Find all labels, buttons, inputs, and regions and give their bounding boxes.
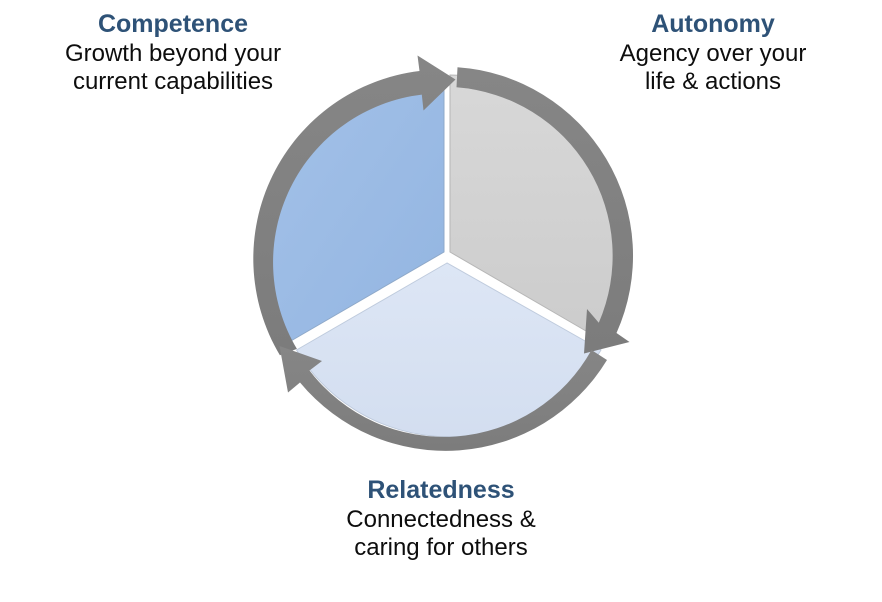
label-relatedness-title: Relatedness — [367, 476, 515, 504]
arrow-to-autonomy[interactable] — [253, 55, 456, 356]
label-competence-title: Competence — [97, 10, 249, 38]
label-relatedness-description: Connectedness & caring for others — [286, 506, 596, 563]
label-autonomy: Autonomy Agency over your life & actions — [552, 10, 874, 96]
label-competence-description-line-2: current capabilities — [72, 67, 274, 95]
label-autonomy-description-line-1: Agency over your — [619, 39, 807, 67]
arrow-to-competence[interactable] — [279, 346, 608, 451]
arrow-to-relatedness[interactable] — [456, 67, 634, 354]
label-competence: Competence Growth beyond your current ca… — [8, 10, 338, 96]
label-competence-description: Growth beyond your current capabilities — [8, 40, 338, 97]
label-autonomy-title: Autonomy — [651, 10, 775, 38]
label-relatedness-description-line-2: caring for others — [354, 533, 528, 561]
label-autonomy-description-line-2: life & actions — [644, 67, 782, 95]
label-autonomy-description: Agency over your life & actions — [552, 40, 874, 97]
label-competence-description-line-1: Growth beyond your — [64, 39, 282, 67]
label-relatedness-description-line-1: Connectedness & — [346, 505, 536, 533]
label-relatedness: Relatedness Connectedness & caring for o… — [286, 476, 596, 562]
